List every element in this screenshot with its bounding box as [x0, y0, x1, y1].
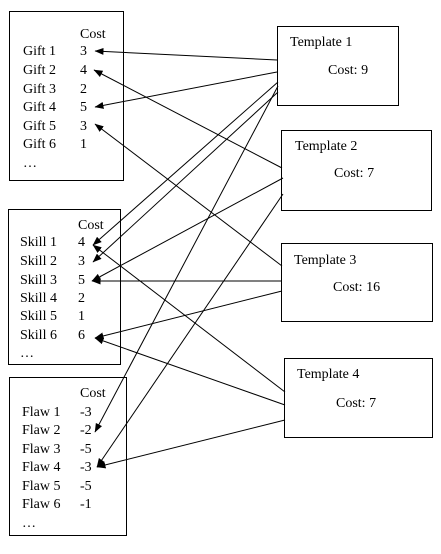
gift-row-2-name: Gift 2 [23, 63, 57, 78]
flaw-cost-header: Cost [80, 386, 106, 401]
gift-row-3-cost: 2 [80, 82, 87, 97]
flaw-row-3-name: Flaw 3 [22, 442, 61, 457]
skill-row-6-name: Skill 6 [20, 328, 57, 343]
gift-row-6-name: Gift 6 [23, 137, 57, 152]
skill-row-4-cost: 2 [78, 291, 85, 306]
flaw-row-4-name: Flaw 4 [22, 460, 61, 475]
skill-cost-header: Cost [78, 218, 104, 233]
gift-ellipsis: … [23, 156, 37, 171]
arrow-template-3-to-skill-6 [94, 290, 283, 340]
template-2-cost: Cost: 7 [334, 166, 375, 181]
template-3-title: Template 3 [294, 253, 357, 268]
skill-row-3-name: Skill 3 [20, 273, 57, 288]
template-2-title: Template 2 [295, 139, 358, 154]
flaw-row-3-cost: -5 [80, 442, 92, 457]
gift-row-5-cost: 3 [80, 119, 87, 134]
template-1-box [277, 26, 399, 106]
gift-cost-header: Cost [80, 27, 106, 42]
flaw-row-6-cost: -1 [80, 497, 92, 512]
skill-row-2-name: Skill 2 [20, 254, 57, 269]
flaw-row-1-name: Flaw 1 [22, 405, 61, 420]
flaw-row-4-cost: -3 [80, 460, 92, 475]
gift-row-2-cost: 4 [80, 63, 87, 78]
gift-row-6-cost: 1 [80, 137, 87, 152]
gift-row-1-name: Gift 1 [23, 44, 57, 59]
gift-row-5-name: Gift 5 [23, 119, 57, 134]
skill-row-2-cost: 3 [78, 254, 85, 269]
template-3-cost: Cost: 16 [333, 280, 381, 295]
flaw-row-6-name: Flaw 6 [22, 497, 61, 512]
flaw-row-2-name: Flaw 2 [22, 423, 61, 438]
template-4-title: Template 4 [297, 367, 360, 382]
skill-row-5-name: Skill 5 [20, 309, 57, 324]
skill-row-4-name: Skill 4 [20, 291, 57, 306]
template-1-cost: Cost: 9 [328, 63, 369, 78]
skill-row-3-cost: 5 [78, 273, 85, 288]
template-1-title: Template 1 [290, 35, 353, 50]
gift-row-3-name: Gift 3 [23, 82, 57, 97]
flaw-ellipsis: … [22, 516, 36, 531]
flaw-row-1-cost: -3 [80, 405, 92, 420]
skill-row-6-cost: 6 [78, 328, 85, 343]
skill-row-5-cost: 1 [78, 309, 85, 324]
arrow-template-4-to-skill-1 [92, 244, 286, 393]
flaw-row-2-cost: -2 [80, 423, 92, 438]
skill-row-1-name: Skill 1 [20, 235, 57, 250]
skill-row-1-cost: 4 [78, 235, 85, 250]
flaw-row-5-cost: -5 [80, 479, 92, 494]
gift-row-4-cost: 5 [80, 100, 87, 115]
skill-ellipsis: … [20, 346, 34, 361]
gift-row-1-cost: 3 [80, 44, 87, 59]
gift-row-4-name: Gift 4 [23, 100, 57, 115]
flaw-row-5-name: Flaw 5 [22, 479, 61, 494]
template-4-cost: Cost: 7 [336, 396, 377, 411]
